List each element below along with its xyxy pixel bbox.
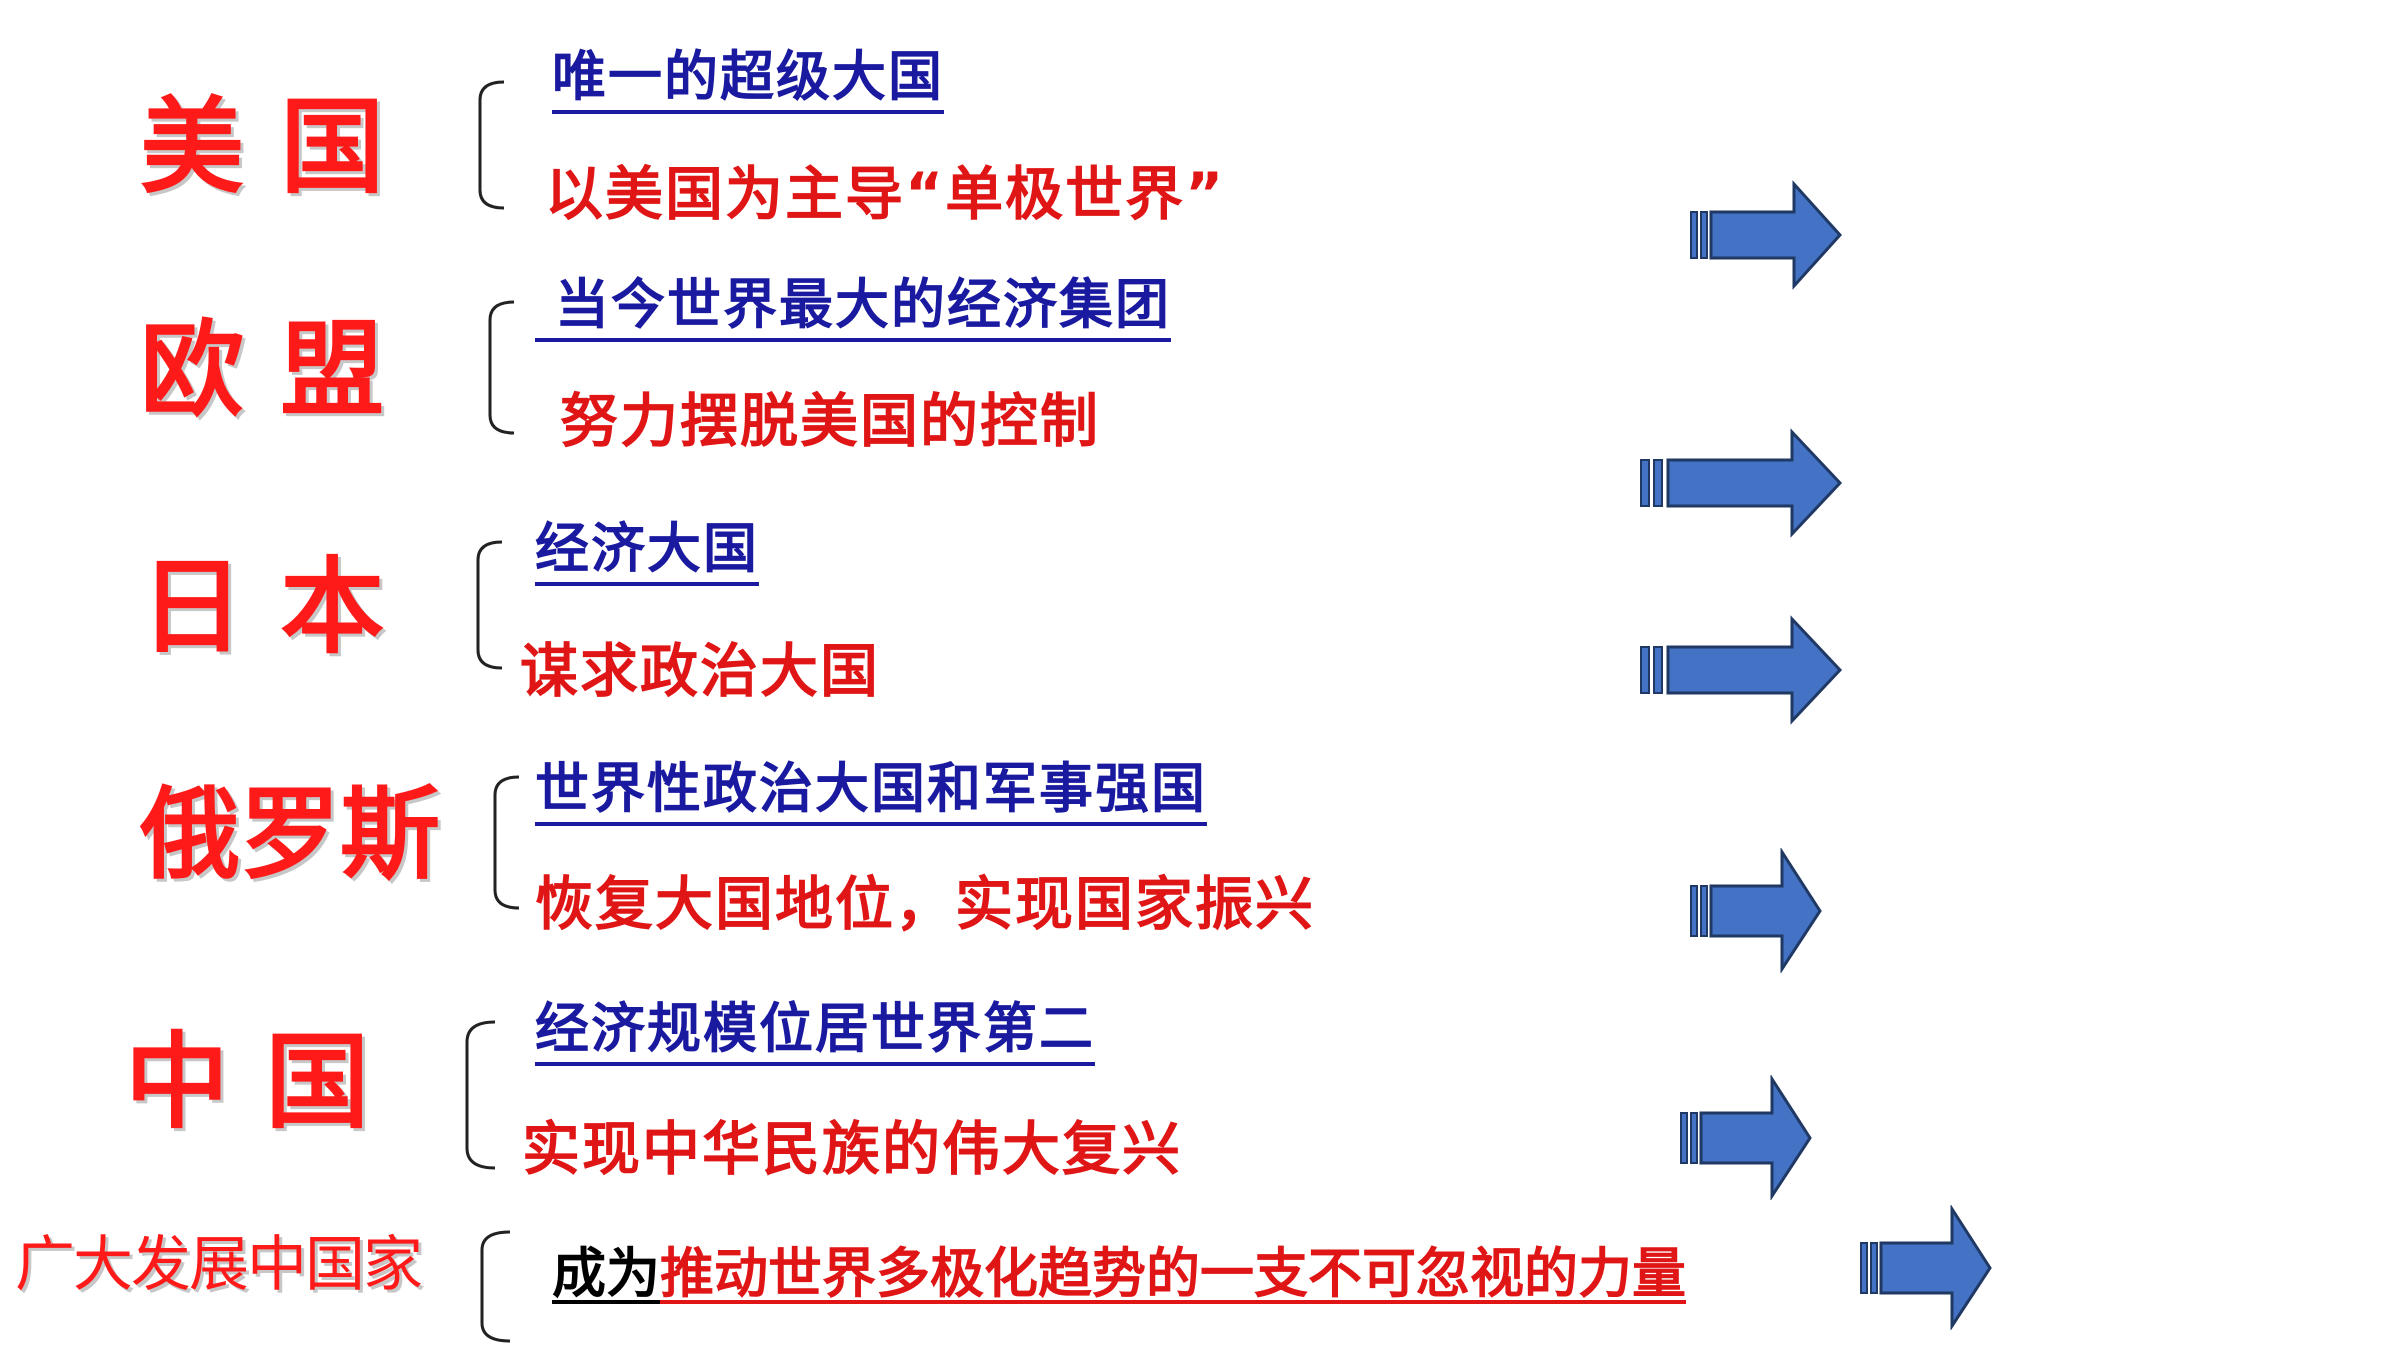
developing-statement: 成为推动世界多极化趋势的一支不可忽视的力量: [552, 1247, 1686, 1301]
china-line2: 实现中华民族的伟大复兴: [522, 1115, 1183, 1183]
country-label-japan: 日 本: [140, 546, 385, 668]
country-label-russia: 俄罗斯: [140, 776, 440, 893]
usa-line1: 唯一的超级大国: [552, 50, 944, 114]
arrow-right-icon: [1860, 1205, 1992, 1330]
usa-line2: 以美国为主导“单极世界”: [545, 160, 1226, 228]
country-label-developing: 广大发展中国家: [15, 1231, 423, 1298]
brace-icon: [465, 1020, 496, 1170]
russia-line1: 世界性政治大国和军事强国: [535, 762, 1207, 826]
arrow-right-icon: [1640, 428, 1843, 538]
japan-line2: 谋求政治大国: [520, 637, 881, 705]
arrow-right-icon: [1640, 615, 1843, 725]
eu-line2: 努力摆脱美国的控制: [560, 387, 1101, 455]
eu-line1: 当今世界最大的经济集团: [535, 278, 1171, 342]
china-line1: 经济规模位居世界第二: [535, 1002, 1095, 1066]
arrow-right-icon: [1690, 180, 1843, 290]
arrow-right-icon: [1680, 1075, 1812, 1200]
brace-icon: [493, 775, 520, 910]
brace-icon: [478, 80, 505, 210]
russia-line2: 恢复大国地位，实现国家振兴: [535, 870, 1316, 938]
developing-text: 推动世界多极化趋势的一支不可忽视的力量: [660, 1244, 1686, 1304]
country-label-usa: 美 国: [140, 86, 385, 208]
brace-icon: [476, 540, 503, 670]
brace-icon: [480, 1230, 511, 1343]
country-label-china: 中 国: [125, 1021, 370, 1143]
developing-prefix: 成为: [552, 1244, 660, 1304]
japan-line1: 经济大国: [535, 522, 759, 586]
arrow-right-icon: [1690, 848, 1822, 973]
country-label-eu: 欧 盟: [140, 309, 385, 431]
brace-icon: [488, 300, 515, 435]
